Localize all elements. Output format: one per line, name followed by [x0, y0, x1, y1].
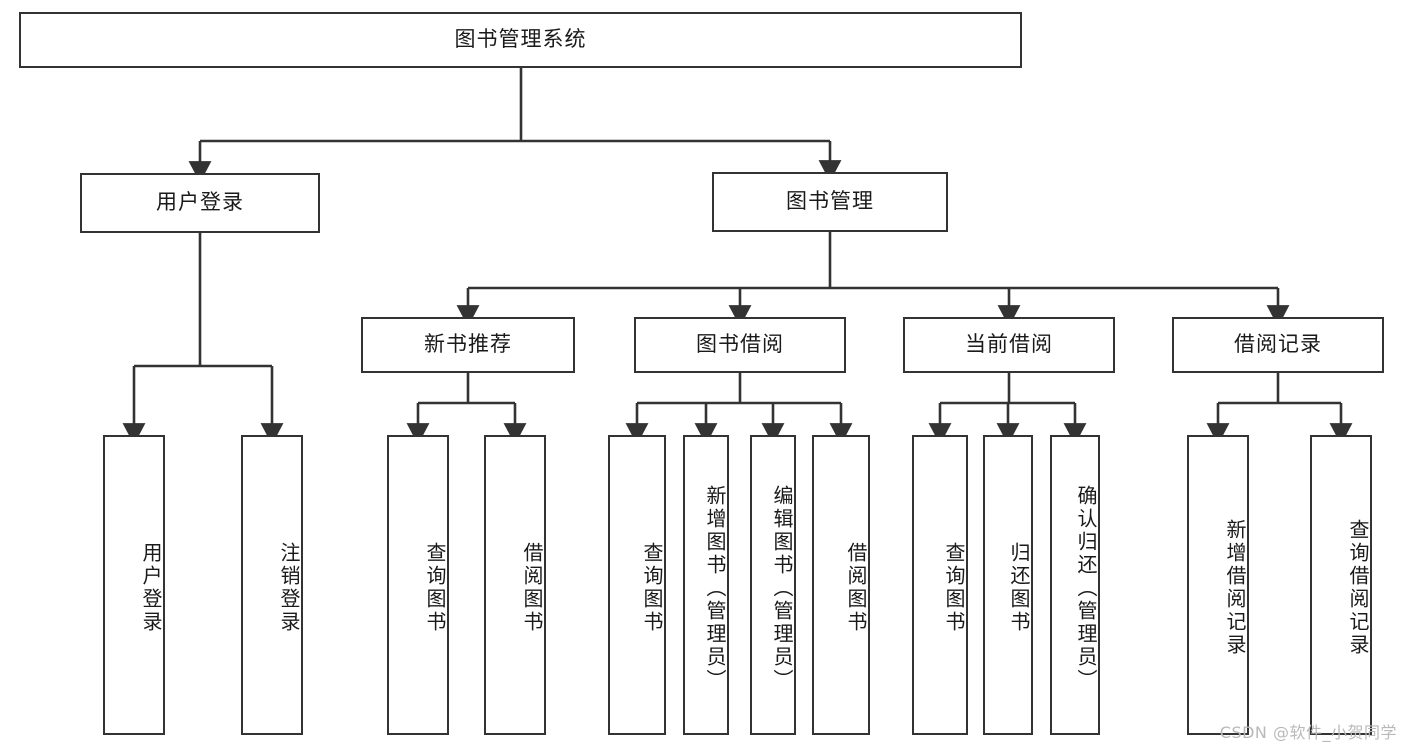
node-label: 借阅记录 — [1234, 332, 1322, 357]
node-label: 确认归还（管理员） — [1074, 484, 1098, 692]
node-borrow[interactable]: 图书借阅 — [634, 317, 846, 373]
node-label: 新增图书（管理员） — [703, 484, 727, 692]
node-root[interactable]: 图书管理系统 — [19, 12, 1022, 68]
node-cu-return[interactable]: 归还图书 — [983, 435, 1033, 735]
node-label: 用户登录 — [156, 190, 244, 215]
node-bk-edit[interactable]: 编辑图书（管理员） — [750, 435, 796, 735]
node-label: 查询图书 — [423, 542, 447, 634]
node-current[interactable]: 当前借阅 — [903, 317, 1115, 373]
node-label: 查询图书 — [640, 542, 664, 634]
node-bookmgmt[interactable]: 图书管理 — [712, 172, 948, 232]
node-rc-query[interactable]: 查询借阅记录 — [1310, 435, 1372, 735]
node-label: 查询借阅记录 — [1346, 519, 1370, 657]
node-newbook[interactable]: 新书推荐 — [361, 317, 575, 373]
node-nb-borrow[interactable]: 借阅图书 — [484, 435, 546, 735]
node-label: 新增借阅记录 — [1223, 519, 1247, 657]
node-logout[interactable]: 注销登录 — [241, 435, 303, 735]
node-label: 用户登录 — [139, 542, 163, 634]
node-label: 注销登录 — [277, 542, 301, 634]
node-nb-query[interactable]: 查询图书 — [387, 435, 449, 735]
watermark-text: CSDN @软件_小贺同学 — [1219, 723, 1397, 742]
node-userlogin[interactable]: 用户登录 — [103, 435, 165, 735]
node-bk-query[interactable]: 查询图书 — [608, 435, 666, 735]
node-login[interactable]: 用户登录 — [80, 173, 320, 233]
node-label: 图书借阅 — [696, 332, 784, 357]
node-label: 新书推荐 — [424, 332, 512, 357]
node-label: 图书管理系统 — [454, 27, 587, 52]
connector-lines — [122, 68, 1353, 445]
node-label: 借阅图书 — [844, 542, 868, 634]
node-rc-add[interactable]: 新增借阅记录 — [1187, 435, 1249, 735]
node-bk-add[interactable]: 新增图书（管理员） — [683, 435, 729, 735]
node-label: 查询图书 — [942, 542, 966, 634]
node-bk-borrow[interactable]: 借阅图书 — [812, 435, 870, 735]
node-label: 编辑图书（管理员） — [770, 484, 794, 692]
node-label: 当前借阅 — [965, 332, 1053, 357]
node-label: 图书管理 — [786, 189, 874, 214]
node-label: 归还图书 — [1007, 542, 1031, 634]
node-cu-query[interactable]: 查询图书 — [912, 435, 968, 735]
node-label: 借阅图书 — [520, 542, 544, 634]
node-cu-confirm[interactable]: 确认归还（管理员） — [1050, 435, 1100, 735]
node-records[interactable]: 借阅记录 — [1172, 317, 1384, 373]
